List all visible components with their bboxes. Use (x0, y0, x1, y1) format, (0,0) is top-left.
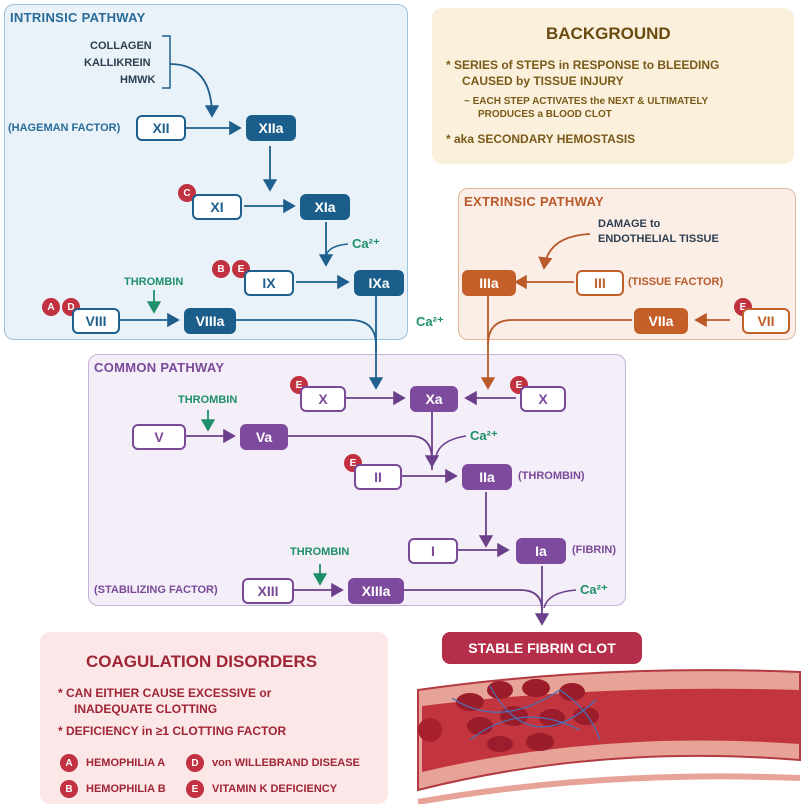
badge-a-viii: A (42, 298, 60, 316)
factor-v: V (132, 424, 186, 450)
background-panel (432, 8, 794, 164)
badge-c-xi: C (178, 184, 196, 202)
factor-vii: VII (742, 308, 790, 334)
activator-collagen: COLLAGEN (90, 40, 152, 52)
ca-label-extrinsic: Ca²⁺ (416, 314, 444, 329)
extrinsic-pathway-title: EXTRINSIC PATHWAY (464, 194, 604, 209)
factor-viii: VIII (72, 308, 120, 334)
activator-kallikrein: KALLIKREIN (84, 57, 151, 69)
factor-ia: Ia (516, 538, 566, 564)
legend-label-a: HEMOPHILIA A (86, 757, 166, 769)
factor-x-right: X (520, 386, 566, 412)
stabilizing-factor-label: (STABILIZING FACTOR) (94, 584, 218, 596)
tissue-factor-label: (TISSUE FACTOR) (628, 276, 724, 288)
disorders-title: COAGULATION DISORDERS (86, 652, 318, 671)
disorders-bullet-1b: INADEQUATE CLOTTING (74, 702, 218, 716)
factor-ii: II (354, 464, 402, 490)
factor-xi: XI (192, 194, 242, 220)
damage-label-1: DAMAGE to (598, 218, 661, 230)
background-bullet-1a: * SERIES of STEPS in RESPONSE to BLEEDIN… (446, 58, 720, 72)
factor-xiia: XIIa (246, 115, 296, 141)
intrinsic-pathway-title: INTRINSIC PATHWAY (10, 10, 146, 25)
badge-b-ix: B (212, 260, 230, 278)
factor-xiii: XIII (242, 578, 294, 604)
ca-label-common-1: Ca²⁺ (470, 428, 498, 443)
factor-ixa: IXa (354, 270, 404, 296)
thrombin-label-xiii: THROMBIN (290, 546, 350, 558)
background-sub-1b: PRODUCES a BLOOD CLOT (478, 109, 612, 120)
damage-label-2: ENDOTHELIAL TISSUE (598, 233, 719, 245)
activator-hmwk: HMWK (120, 74, 156, 86)
factor-iiia: IIIa (462, 270, 516, 296)
common-pathway-title: COMMON PATHWAY (94, 360, 225, 375)
factor-xiiia: XIIIa (348, 578, 404, 604)
disorders-bullet-1a: * CAN EITHER CAUSE EXCESSIVE or (58, 686, 272, 700)
factor-xia: XIa (300, 194, 350, 220)
fibrin-label: (FIBRIN) (572, 544, 616, 556)
background-title: BACKGROUND (546, 24, 671, 43)
thrombin-paren-label: (THROMBIN) (518, 470, 585, 482)
legend-label-e: VITAMIN K DEFICIENCY (212, 783, 338, 795)
factor-xa: Xa (410, 386, 458, 412)
factor-viia: VIIa (634, 308, 688, 334)
background-bullet-1b: CAUSED by TISSUE INJURY (462, 74, 624, 88)
background-sub-1a: ~ EACH STEP ACTIVATES the NEXT & ULTIMAT… (464, 96, 709, 107)
disorders-bullet-2: * DEFICIENCY in ≥1 CLOTTING FACTOR (58, 724, 287, 738)
legend-badge-d: D (186, 754, 204, 772)
factor-iia: IIa (462, 464, 512, 490)
legend-label-d: von WILLEBRAND DISEASE (212, 757, 360, 769)
ca-label-common-2: Ca²⁺ (580, 582, 608, 597)
hageman-factor-label: (HAGEMAN FACTOR) (8, 122, 121, 134)
factor-va: Va (240, 424, 288, 450)
factor-i: I (408, 538, 458, 564)
factor-viiia: VIIIa (184, 308, 236, 334)
factor-ix: IX (244, 270, 294, 296)
factor-x-left: X (300, 386, 346, 412)
thrombin-label-viii: THROMBIN (124, 276, 184, 288)
legend-label-b: HEMOPHILIA B (86, 783, 166, 795)
ca-label-intrinsic: Ca²⁺ (352, 236, 380, 251)
factor-iii: III (576, 270, 624, 296)
stable-fibrin-clot: STABLE FIBRIN CLOT (442, 632, 642, 664)
factor-xii: XII (136, 115, 186, 141)
disorders-panel (40, 632, 388, 804)
legend-badge-a: A (60, 754, 78, 772)
thrombin-label-v: THROMBIN (178, 394, 238, 406)
legend-badge-e: E (186, 780, 204, 798)
background-bullet-2: * aka SECONDARY HEMOSTASIS (446, 132, 636, 146)
legend-badge-b: B (60, 780, 78, 798)
